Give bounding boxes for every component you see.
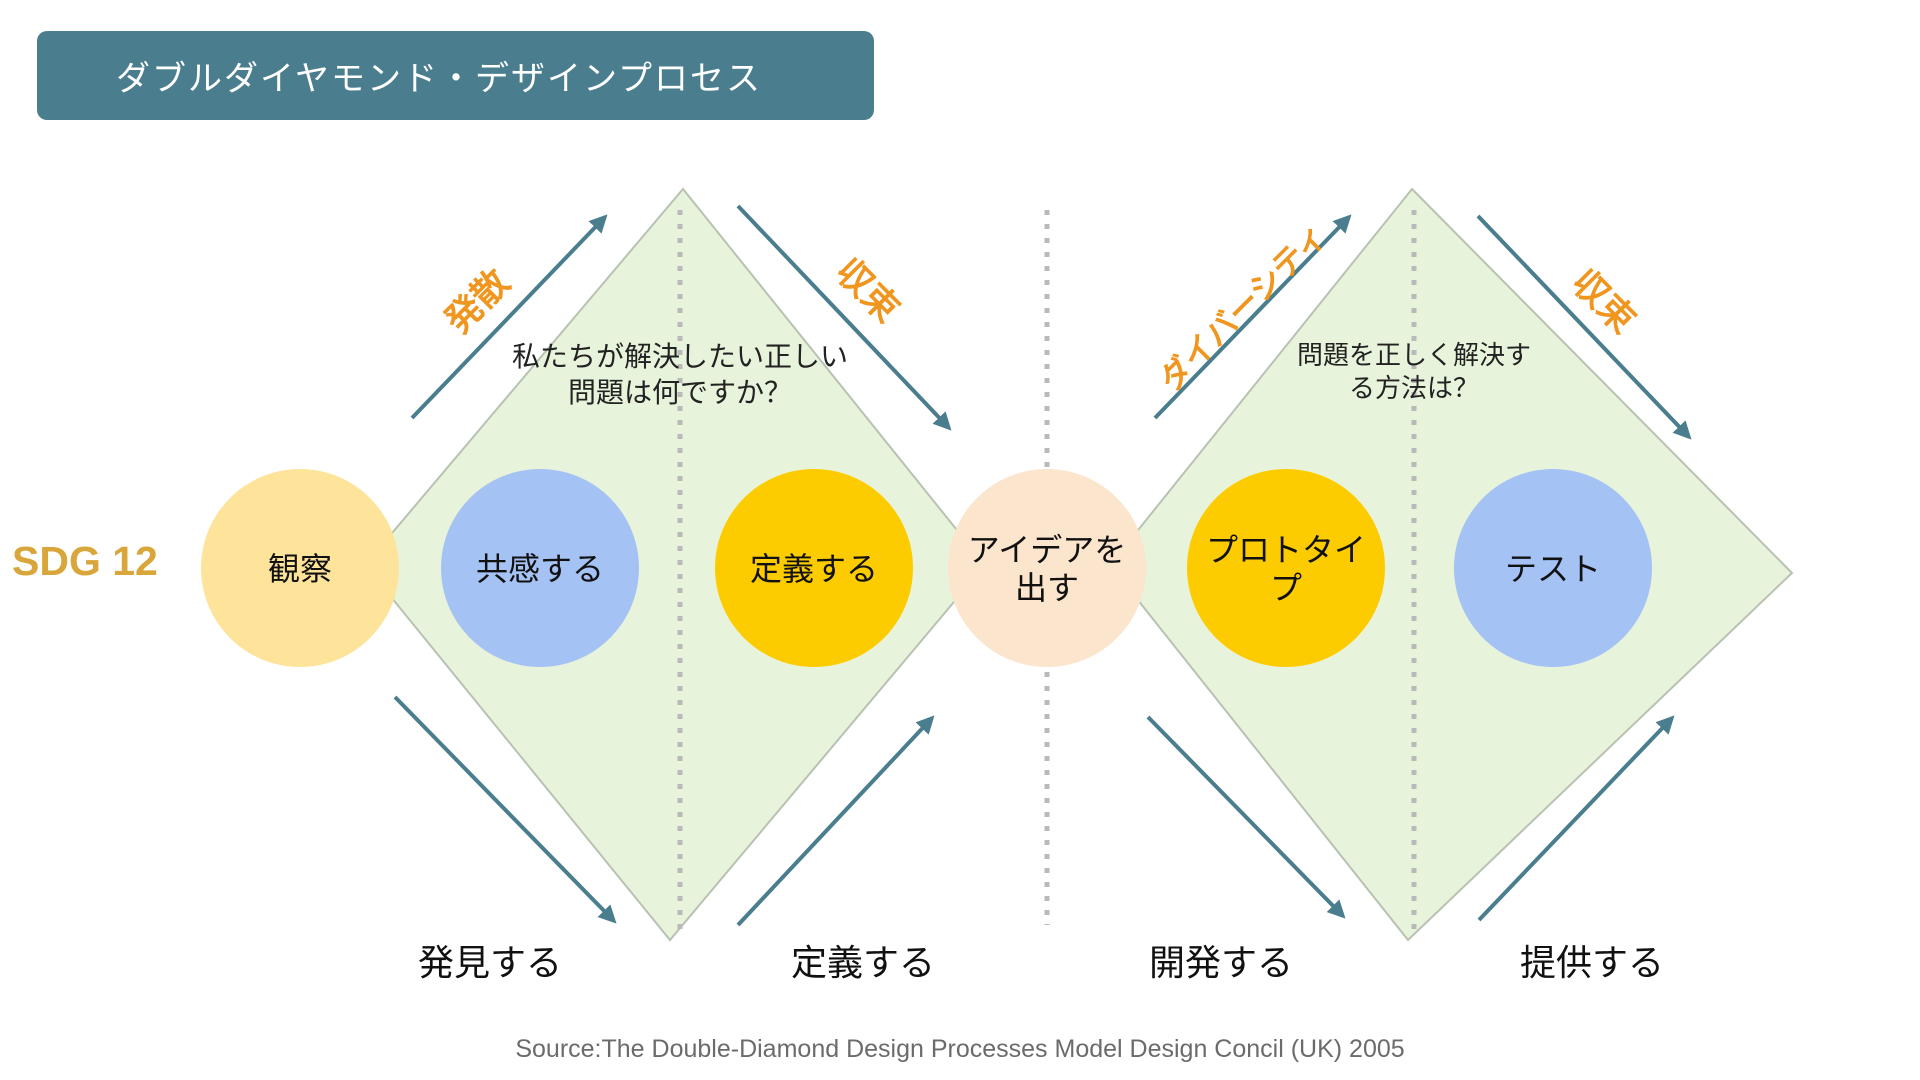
- circle-label-observe: 観察: [268, 550, 332, 588]
- circle-shape-empathize: [441, 469, 639, 667]
- circle-label-define: 定義する: [750, 550, 878, 588]
- phase-label-develop: 開発する: [1149, 943, 1293, 984]
- arrow-converge-2: [1476, 214, 1692, 440]
- arrow-diverge-2: [1153, 214, 1352, 420]
- arrow-deliver-bottom: [1477, 715, 1675, 922]
- question-left-line-1: 私たちが解決したい正しい: [512, 340, 848, 373]
- circle-test: テスト: [1454, 469, 1652, 667]
- circle-label-ideate: 出す: [1015, 569, 1079, 607]
- question-right-line-1: 問題を正しく解決す: [1297, 341, 1531, 371]
- label-converge-2: 収束: [1563, 262, 1643, 342]
- circle-empathize: 共感する: [441, 469, 639, 667]
- arrow-diverge-1: [410, 214, 608, 420]
- source-citation: Source:The Double-Diamond Design Process…: [515, 1035, 1405, 1063]
- label-diverge-1: 発散: [438, 262, 518, 342]
- circle-shape-test: [1454, 469, 1652, 667]
- stage-circles: 観察共感する定義するアイデアを出すプロトタイプテスト: [201, 469, 1652, 667]
- question-right-line-2: る方法は？: [1349, 374, 1479, 404]
- arrow-discover-bottom: [393, 695, 617, 924]
- circle-shape-observe: [201, 469, 399, 667]
- arrow-converge-1: [736, 204, 952, 431]
- diamond-left: [363, 187, 987, 942]
- circle-label-ideate: アイデアを: [968, 531, 1126, 569]
- circle-shape-prototype: [1187, 469, 1385, 667]
- circle-observe: 観察: [201, 469, 399, 667]
- circle-shape-define: [715, 469, 913, 667]
- arrow-develop-bottom: [1146, 715, 1346, 919]
- page-title: ダブルダイヤモンド・デザインプロセス: [116, 59, 762, 99]
- question-left-line-2: 問題は何ですか？: [568, 376, 792, 409]
- phase-label-deliver: 提供する: [1520, 943, 1664, 984]
- circle-label-test: テスト: [1505, 550, 1601, 588]
- arrow-define-bottom: [736, 715, 935, 927]
- circle-label-prototype: プロトタイ: [1206, 531, 1366, 569]
- circle-label-empathize: 共感する: [476, 550, 604, 588]
- circle-define: 定義する: [715, 469, 913, 667]
- phase-label-discover: 発見する: [418, 943, 562, 984]
- sdg-label: SDG 12: [12, 538, 158, 584]
- phase-label-define: 定義する: [791, 943, 935, 984]
- circle-shape-ideate: [948, 469, 1146, 667]
- circle-label-prototype: プ: [1270, 569, 1302, 607]
- title-banner: ダブルダイヤモンド・デザインプロセス: [37, 31, 874, 120]
- diamond-right: [1108, 187, 1794, 942]
- label-converge-1: 収束: [827, 251, 907, 331]
